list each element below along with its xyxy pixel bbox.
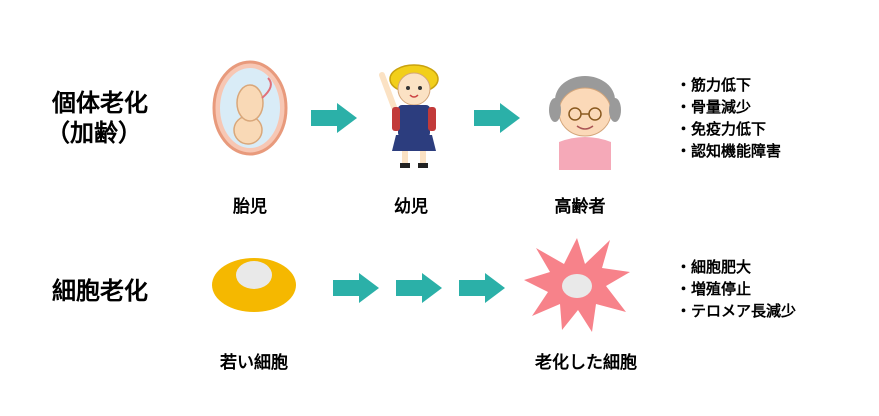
individual-aging-label: 個体老化 （加齢） (46, 88, 148, 148)
arrow-cell-3 (459, 273, 505, 303)
individual-aging-subtitle: （加齢） (46, 119, 142, 147)
feature-item: ・筋力低下 (676, 76, 752, 94)
individual-aging-title: 個体老化 (52, 89, 148, 117)
individual-aging-features: ・筋力低下 ・骨量減少 ・免疫力低下 ・認知機能障害 (676, 74, 781, 162)
feature-item: ・増殖停止 (676, 280, 752, 298)
arrow-fetus-to-child (311, 103, 357, 133)
stage-young-cell-caption: 若い細胞 (220, 353, 288, 373)
feature-item: ・テロメア長減少 (676, 302, 797, 320)
aged-cell-icon (524, 238, 630, 332)
child-icon (379, 64, 439, 168)
elder-icon (549, 76, 621, 170)
feature-item: ・認知機能障害 (676, 142, 782, 160)
stage-child-caption: 幼児 (394, 197, 428, 217)
feature-item: ・細胞肥大 (676, 258, 752, 276)
stage-fetus-caption: 胎児 (233, 197, 267, 217)
arrow-child-to-elder (474, 103, 520, 133)
young-cell-icon (212, 258, 296, 312)
arrow-cell-2 (396, 273, 442, 303)
cellular-aging-features: ・細胞肥大 ・増殖停止 ・テロメア長減少 (676, 256, 796, 322)
stage-elder-caption: 高齢者 (554, 197, 606, 217)
arrow-cell-1 (333, 273, 379, 303)
fetus-icon (212, 60, 288, 156)
stage-aged-cell-caption: 老化した細胞 (535, 353, 637, 373)
feature-item: ・免疫力低下 (676, 120, 767, 138)
cellular-aging-label: 細胞老化 (52, 277, 148, 305)
feature-item: ・骨量減少 (676, 98, 752, 116)
